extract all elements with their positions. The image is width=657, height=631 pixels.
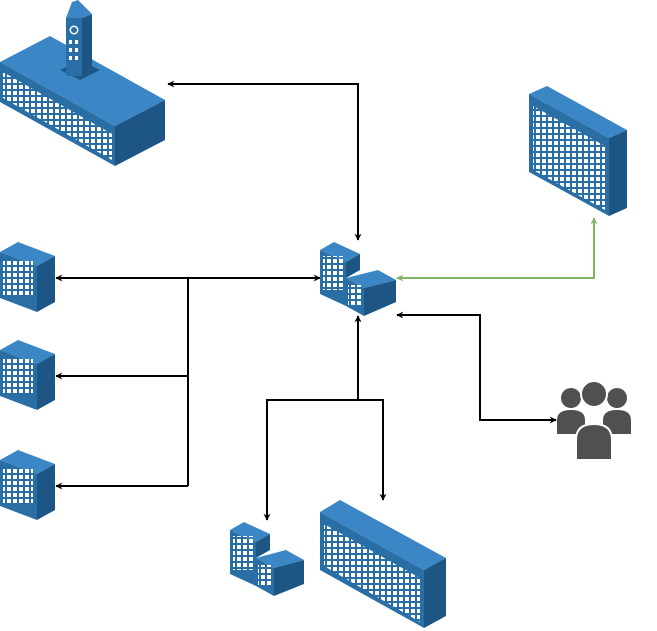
small-building-icon — [0, 340, 55, 410]
office-building-icon — [320, 242, 396, 316]
edge-hub-datacenter — [396, 217, 598, 282]
edge-hub-office-bottom — [263, 399, 358, 521]
small-building-icon — [0, 242, 55, 312]
edge-hub-townhall — [167, 80, 362, 241]
large-building-icon — [320, 500, 446, 628]
small-building-icon — [0, 450, 55, 520]
users-icon — [557, 380, 631, 461]
edge-hub-users — [396, 311, 557, 424]
office-building-icon — [230, 522, 304, 596]
edge-hub-large-bottom — [358, 399, 387, 501]
large-building-icon — [529, 86, 627, 216]
connectors — [55, 80, 598, 521]
town-hall-icon — [0, 0, 165, 166]
